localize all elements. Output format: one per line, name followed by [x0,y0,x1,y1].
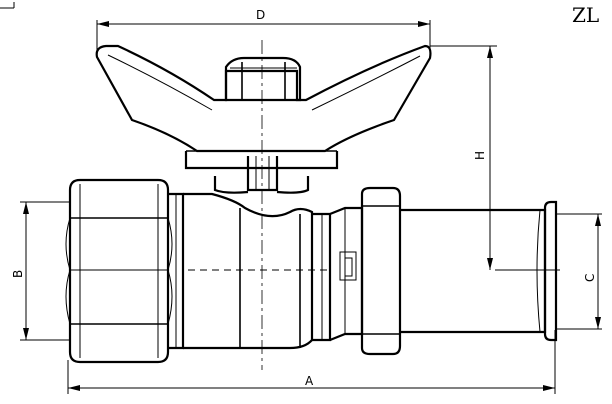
press-fitting-end [360,186,558,356]
dimension-d: D [96,8,431,54]
valve-body [168,192,364,350]
dimension-c: C [555,213,602,330]
dimension-h: H [430,45,560,271]
center-lines [188,40,330,370]
female-hex-end [65,178,173,364]
butterfly-handle [95,44,432,194]
cropped-arrow-fragment [0,2,15,9]
dimension-h-label: H [473,151,487,160]
dimension-b: B [11,201,70,341]
model-code: ZL [572,3,599,27]
dimension-a-label: A [305,374,314,388]
dimension-b-label: B [11,270,25,278]
dimension-d-label: D [256,8,265,22]
dimension-c-label: C [583,274,597,282]
